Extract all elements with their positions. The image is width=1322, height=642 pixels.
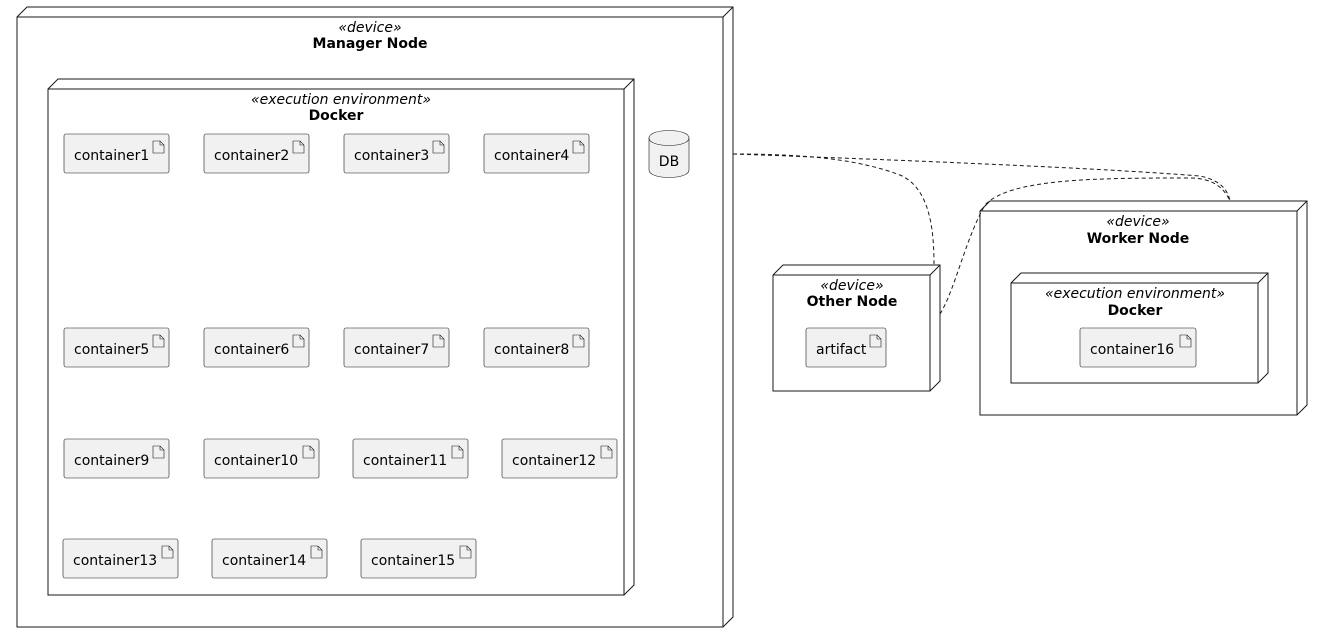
connector-manager-to-worker bbox=[732, 153, 1231, 202]
artifact-label: container11 bbox=[363, 453, 447, 469]
artifact-container16[interactable]: container16 bbox=[1079, 327, 1197, 368]
manager-docker-environment[interactable]: «execution environment» Docker bbox=[47, 78, 635, 596]
artifact-label: container5 bbox=[74, 342, 149, 358]
artifact-label: container1 bbox=[74, 148, 149, 164]
artifact-artifact[interactable]: artifact bbox=[805, 327, 887, 368]
artifact-label: container6 bbox=[214, 342, 289, 358]
artifact-label: container3 bbox=[354, 148, 429, 164]
manager-node-stereotype: «device» bbox=[338, 20, 401, 36]
worker-docker-stereotype: «execution environment» bbox=[1045, 286, 1225, 302]
other-node-title: Other Node bbox=[807, 294, 898, 310]
artifact-container7[interactable]: container7 bbox=[343, 327, 450, 368]
database-db[interactable]: DB bbox=[648, 130, 690, 178]
artifact-label: container4 bbox=[494, 148, 569, 164]
artifact-label: container7 bbox=[354, 342, 429, 358]
other-node-stereotype: «device» bbox=[820, 278, 883, 294]
artifact-label: container9 bbox=[74, 453, 149, 469]
artifact-container5[interactable]: container5 bbox=[63, 327, 170, 368]
database-label: DB bbox=[659, 154, 679, 170]
connector-other-to-worker bbox=[939, 177, 1231, 315]
manager-docker-title: Docker bbox=[309, 108, 364, 124]
artifact-label: container10 bbox=[214, 453, 298, 469]
artifact-container14[interactable]: container14 bbox=[211, 538, 328, 579]
artifact-container11[interactable]: container11 bbox=[352, 438, 469, 479]
artifact-container13[interactable]: container13 bbox=[62, 538, 179, 579]
artifact-container10[interactable]: container10 bbox=[203, 438, 320, 479]
artifact-container8[interactable]: container8 bbox=[483, 327, 590, 368]
artifact-label: container16 bbox=[1090, 342, 1174, 358]
artifact-label: container14 bbox=[222, 553, 306, 569]
artifact-label: container13 bbox=[73, 553, 157, 569]
worker-docker-title: Docker bbox=[1108, 303, 1163, 319]
artifact-container12[interactable]: container12 bbox=[501, 438, 618, 479]
artifact-label: artifact bbox=[816, 342, 867, 358]
artifact-label: container2 bbox=[214, 148, 289, 164]
artifact-label: container15 bbox=[371, 553, 455, 569]
worker-node-stereotype: «device» bbox=[1106, 214, 1169, 230]
artifact-container15[interactable]: container15 bbox=[360, 538, 477, 579]
manager-node-title: Manager Node bbox=[313, 36, 428, 52]
artifact-container2[interactable]: container2 bbox=[203, 133, 310, 174]
connector-manager-to-other bbox=[732, 153, 935, 266]
artifact-container3[interactable]: container3 bbox=[343, 133, 450, 174]
artifact-container4[interactable]: container4 bbox=[483, 133, 590, 174]
artifact-label: container12 bbox=[512, 453, 596, 469]
worker-node-title: Worker Node bbox=[1087, 231, 1190, 247]
artifact-container6[interactable]: container6 bbox=[203, 327, 310, 368]
artifact-container1[interactable]: container1 bbox=[63, 133, 170, 174]
artifact-label: container8 bbox=[494, 342, 569, 358]
manager-docker-stereotype: «execution environment» bbox=[251, 92, 431, 108]
artifact-container9[interactable]: container9 bbox=[63, 438, 170, 479]
